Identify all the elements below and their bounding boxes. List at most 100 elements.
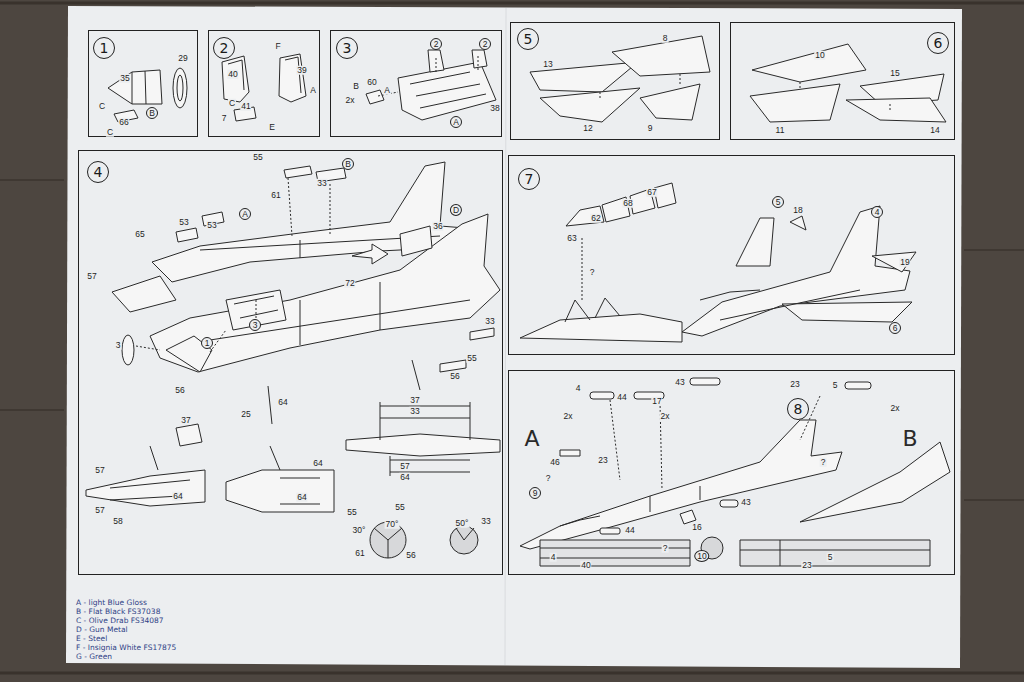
part-drawings — [790, 216, 806, 230]
view-letter: B — [900, 426, 919, 451]
part-number: 10 — [814, 51, 825, 60]
paint-note: F - Insignia White FS17875 — [75, 643, 177, 652]
paper-sheet — [66, 6, 962, 668]
part-drawings — [600, 528, 620, 534]
part-number: 55 — [346, 508, 357, 517]
paper-sheet — [66, 6, 962, 668]
part-drawings — [280, 478, 320, 504]
part-number: 61 — [354, 549, 365, 558]
part-number: 65 — [134, 230, 145, 239]
paint-note: D - Gun Metal — [75, 625, 129, 634]
wood-table — [0, 2, 1024, 5]
step-panel: 1 — [88, 30, 198, 137]
part-drawings — [600, 74, 680, 98]
part-number: 23 — [789, 380, 800, 389]
paint-note: E - Steel — [75, 634, 108, 643]
part-number: 57 — [94, 506, 105, 515]
step-number-circle: 1 — [93, 37, 115, 59]
part-drawings — [412, 360, 420, 390]
part-number: 9 — [647, 124, 654, 133]
part-drawings — [112, 276, 176, 312]
step-number-circle: 3 — [336, 37, 358, 59]
step-number: 5 — [524, 32, 533, 46]
part-number: 41 — [240, 102, 251, 111]
part-number: 23 — [801, 561, 812, 570]
part-number: ? — [662, 544, 669, 553]
part-number: 70° — [385, 520, 400, 529]
part-number: 43 — [740, 498, 751, 507]
callout-number: 1 — [201, 337, 213, 349]
part-number: 64 — [312, 459, 323, 468]
callout-number: A — [450, 116, 462, 128]
callout-number: 5 — [772, 196, 784, 208]
part-number: A — [383, 86, 391, 95]
part-number: 55 — [394, 503, 405, 512]
step-number-circle: 5 — [517, 28, 539, 50]
part-drawings — [846, 98, 946, 122]
part-number: 36 — [432, 222, 443, 231]
step-number-circle: 4 — [87, 161, 109, 183]
part-drawings — [177, 75, 183, 101]
callout-number: 3 — [249, 319, 261, 331]
part-drawings — [150, 214, 500, 372]
part-drawings — [228, 60, 244, 90]
paint-note: G - Green — [75, 652, 113, 661]
step-panel: 6 — [730, 22, 955, 140]
part-drawings — [86, 470, 205, 506]
part-number: C — [106, 128, 114, 137]
part-drawings — [398, 62, 496, 120]
part-drawings — [872, 252, 916, 272]
part-drawings — [640, 84, 700, 120]
part-drawings — [590, 392, 614, 399]
part-drawings — [740, 540, 930, 566]
part-number: 56 — [405, 551, 416, 560]
step-number-circle: 8 — [787, 398, 809, 420]
part-number: 57 — [94, 466, 105, 475]
part-drawings — [226, 470, 334, 512]
part-drawings — [440, 360, 466, 372]
part-number: A — [309, 86, 317, 95]
paint-note: A - light Blue Gloss — [75, 598, 148, 607]
part-number: 37 — [409, 396, 420, 405]
part-number: 3 — [115, 341, 122, 350]
part-number: 58 — [112, 517, 123, 526]
part-drawings — [136, 178, 330, 352]
callout-number: B — [146, 107, 158, 119]
part-number: 12 — [582, 124, 593, 133]
part-number: 66 — [118, 118, 129, 127]
part-number: 50° — [455, 519, 470, 528]
step-panel: 7 — [508, 155, 955, 355]
step-number: 4 — [94, 165, 103, 179]
part-drawings — [566, 206, 604, 226]
paper-sheet — [505, 8, 506, 665]
callout-number: 4 — [871, 206, 883, 218]
part-drawings — [234, 296, 278, 318]
part-number: 4 — [575, 384, 582, 393]
part-drawings — [270, 446, 280, 470]
part-number: 40 — [580, 561, 591, 570]
part-number: 55 — [252, 153, 263, 162]
part-drawings — [380, 402, 470, 476]
part-number: 2x — [563, 412, 574, 421]
part-drawings — [782, 302, 912, 322]
part-drawings — [428, 50, 444, 72]
step-number: 1 — [100, 41, 109, 55]
part-number: 64 — [277, 398, 288, 407]
part-number: 72 — [344, 279, 355, 288]
step-panel: 4 — [78, 150, 503, 575]
part-number: 7 — [221, 114, 228, 123]
part-number: 15 — [889, 69, 900, 78]
part-number: 40 — [227, 70, 238, 79]
part-drawings — [800, 442, 950, 522]
part-number: 37 — [180, 416, 191, 425]
part-number: 13 — [542, 60, 553, 69]
part-drawings — [150, 446, 158, 470]
part-drawings — [750, 84, 840, 122]
part-number: 11 — [775, 126, 786, 135]
callout-number: B — [342, 158, 354, 170]
step-number: 3 — [343, 41, 352, 55]
wood-table — [0, 179, 64, 181]
part-number: 33 — [409, 407, 420, 416]
